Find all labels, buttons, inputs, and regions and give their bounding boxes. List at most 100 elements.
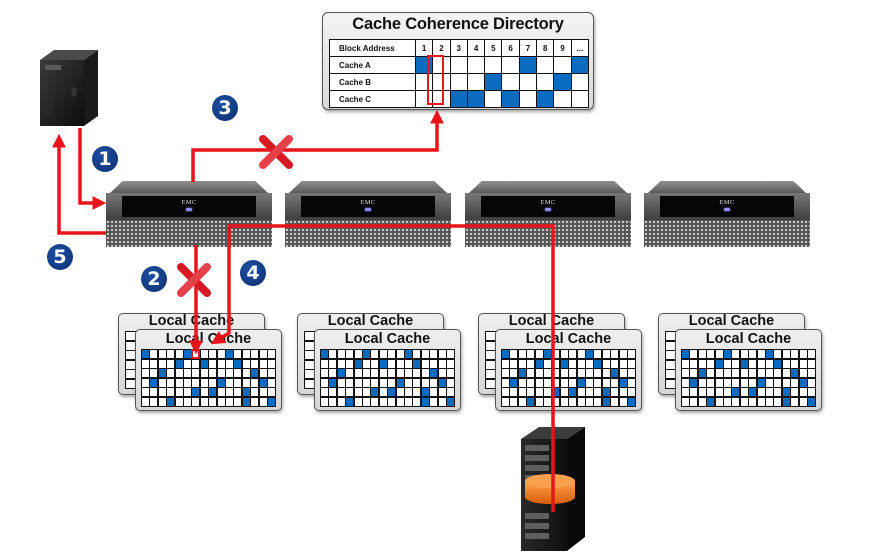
cache-cell	[791, 397, 799, 406]
directory-cell-empty	[518, 90, 538, 108]
cache-cell-filled	[371, 388, 379, 397]
cache-cell-filled	[724, 350, 731, 359]
directory-cell-empty	[501, 56, 520, 74]
cache-cell	[430, 388, 438, 397]
cache-cell	[321, 359, 328, 368]
cache-cell	[808, 359, 815, 368]
cache-cell	[371, 359, 379, 368]
cache-cell	[413, 397, 421, 406]
cache-cell	[766, 369, 773, 378]
cache-cell-filled	[337, 369, 345, 378]
cache-cell-filled	[774, 359, 782, 368]
cache-cell	[577, 350, 585, 359]
cache-cell	[799, 350, 807, 359]
cache-cell-filled	[757, 378, 765, 387]
cache-cell	[192, 397, 200, 406]
cache-cell	[268, 388, 275, 397]
directory-cell-empty	[432, 90, 451, 108]
server-top	[110, 181, 268, 193]
cache-cell	[666, 370, 676, 379]
cache-cell	[782, 359, 790, 368]
directory-cell-present	[414, 56, 434, 74]
cache-cell	[167, 378, 175, 387]
cache-cell	[715, 388, 723, 397]
cache-cell	[782, 369, 790, 378]
cache-cell	[799, 359, 807, 368]
cache-cell-filled	[527, 397, 535, 406]
cache-cell	[371, 350, 379, 359]
cache-cell	[577, 369, 585, 378]
cache-cell-filled	[234, 359, 242, 368]
cache-cell	[371, 369, 379, 378]
cache-cell	[413, 350, 421, 359]
cache-cell	[690, 397, 698, 406]
cache-cell	[535, 388, 543, 397]
local-cache-title: Local Cache	[344, 331, 431, 347]
cache-cell	[379, 388, 387, 397]
cache-cell	[766, 388, 773, 397]
cache-cell	[175, 388, 183, 397]
cache-cell	[438, 350, 446, 359]
cache-cell	[346, 359, 354, 368]
local-cache-back-grid	[665, 331, 677, 389]
cache-cell	[628, 359, 635, 368]
cache-cell	[707, 359, 715, 368]
cache-cell-filled	[175, 359, 183, 368]
directory-cell-empty	[449, 73, 468, 91]
cache-cell	[749, 350, 757, 359]
cache-cell-filled	[421, 397, 429, 406]
local-cache-grid	[681, 349, 816, 407]
failed-lookup-x-icon	[176, 262, 212, 298]
cache-cell	[150, 350, 158, 359]
cache-cell	[799, 388, 807, 397]
cache-cell-filled	[430, 369, 438, 378]
cache-cell-filled	[698, 369, 706, 378]
cache-cell	[217, 359, 225, 368]
cache-cell	[150, 369, 158, 378]
cache-cell	[184, 397, 191, 406]
cache-cell-filled	[259, 378, 267, 387]
cache-cell	[619, 388, 627, 397]
cache-cell	[510, 359, 518, 368]
cache-cell	[242, 378, 250, 387]
cache-cell	[611, 388, 619, 397]
cache-cell	[430, 350, 438, 359]
cache-cell	[251, 359, 259, 368]
local-cache-title: Local Cache	[148, 313, 235, 329]
cache-cell	[438, 397, 446, 406]
block-address-cell: 8	[536, 39, 555, 57]
directory-cell-empty	[536, 73, 555, 91]
cache-cell	[200, 378, 208, 387]
local-cache-title: Local Cache	[327, 313, 414, 329]
cache-cell	[552, 369, 560, 378]
cache-cell	[698, 359, 706, 368]
cache-cell	[628, 350, 635, 359]
cache-cell-filled	[510, 378, 518, 387]
cache-cell	[126, 351, 136, 360]
cache-cell	[749, 359, 757, 368]
cache-cell	[209, 369, 217, 378]
directory-cell-empty	[432, 73, 451, 91]
server-grille	[106, 220, 272, 247]
local-cache-grid	[141, 348, 276, 407]
directory-cell-present	[570, 56, 590, 74]
cache-cell	[724, 397, 731, 406]
cache-cell	[337, 378, 345, 387]
cache-cell	[682, 369, 689, 378]
cache-cell	[126, 370, 136, 379]
cache-cell-filled	[682, 350, 689, 359]
directory-row-label: Cache B	[329, 73, 416, 91]
cache-cell	[226, 388, 233, 397]
step-badge-1: 1	[92, 146, 118, 172]
cache-cell	[502, 359, 509, 368]
cache-cell	[577, 388, 585, 397]
cache-cell-filled	[715, 359, 723, 368]
cache-cell	[217, 369, 225, 378]
cache-cell	[594, 388, 602, 397]
cache-cell	[447, 388, 454, 397]
cache-cell	[724, 388, 731, 397]
cache-cell-filled	[379, 359, 387, 368]
local-cache: Local Cache	[314, 329, 461, 411]
cache-cell-filled	[628, 397, 635, 406]
block-address-cell: 5	[484, 39, 503, 57]
